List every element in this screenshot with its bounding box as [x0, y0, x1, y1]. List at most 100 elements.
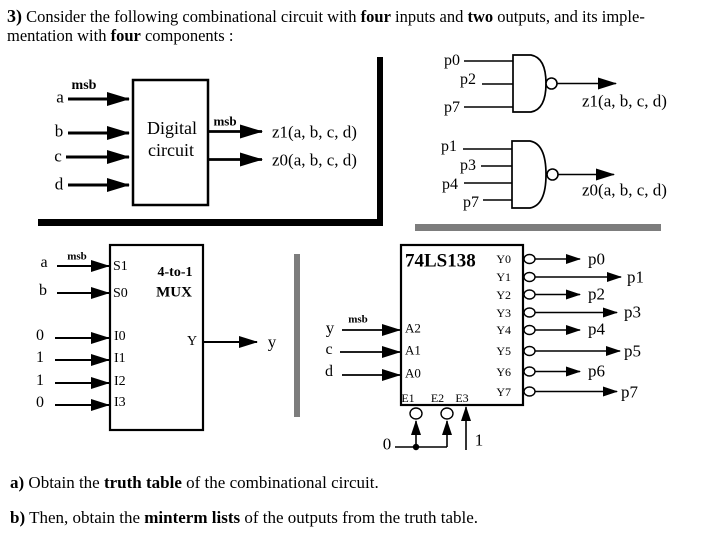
signal-d-label: d: [54, 174, 64, 194]
mux-title-1: 4-to-1: [157, 265, 193, 280]
inverter-bubble: [546, 168, 559, 181]
z0-output-label: z0(a, b, c, d): [272, 150, 357, 169]
p7-label: p7: [444, 98, 460, 116]
decoder-pin-y4: Y4: [496, 323, 511, 337]
inverter-bubble: [545, 77, 558, 90]
p7-label: p7: [463, 193, 479, 211]
separator-vertical-black: [377, 57, 383, 219]
signal-b-label: b: [54, 121, 64, 141]
mux-a-label: a: [40, 254, 48, 271]
nand-gate-z1: [464, 54, 617, 113]
p2-signal-label: p2: [588, 284, 605, 303]
mux-i2-value: 1: [36, 371, 44, 389]
mux-i3-value: 0: [36, 393, 44, 411]
mux-pin-i1: I1: [114, 350, 126, 366]
decoder-y-label: y: [325, 318, 335, 337]
decoder-c-label: c: [325, 341, 333, 358]
decoder-box: [399, 243, 525, 407]
output-bubble-y6: [523, 366, 536, 377]
problem-statement-line2: mentation with four components :: [7, 26, 234, 45]
enable-low-value: 0: [382, 434, 392, 454]
msb-label: msb: [213, 113, 237, 129]
output-bubble-y5: [523, 345, 536, 357]
p4-signal-label: p4: [588, 319, 605, 338]
decoder-chip-label: 74LS138: [405, 250, 476, 272]
mux-i1-value: 1: [36, 349, 44, 366]
question-a-number: a): [10, 473, 25, 492]
mux-title-2: MUX: [156, 284, 192, 301]
p6-signal-label: p6: [588, 361, 605, 380]
decoder-diagram: [340, 243, 622, 451]
p4-label: p4: [442, 175, 458, 193]
output-bubble-y0: [523, 253, 536, 265]
digital-circuit-label-2: circuit: [148, 140, 194, 160]
output-bubble-y7: [523, 386, 536, 397]
decoder-pin-e1: E1: [401, 391, 415, 405]
p5-signal-label: p5: [624, 341, 641, 360]
mux-pin-y: Y: [186, 334, 198, 349]
msb-label: msb: [348, 313, 368, 326]
output-bubble-y3: [523, 307, 536, 318]
decoder-pin-a0: A0: [405, 365, 421, 380]
msb-label: msb: [67, 250, 87, 263]
output-bubble-y2: [523, 289, 536, 300]
separator-horizontal-gray: [415, 224, 661, 231]
digital-circuit-diagram: [66, 78, 263, 207]
decoder-pin-e3: E3: [455, 391, 469, 405]
mux-i0-value: 0: [36, 327, 44, 344]
mux-pin-i0: I0: [114, 329, 126, 344]
output-bubble-y4: [523, 324, 536, 336]
decoder-pin-y5: Y5: [496, 344, 511, 358]
mux-diagram: [55, 243, 258, 432]
p0-signal-label: p0: [588, 249, 605, 268]
enable-bubble-e2: [440, 407, 454, 420]
question-b: b) Then, obtain the minterm lists of the…: [10, 508, 479, 527]
mux-output-y-label: y: [267, 332, 277, 352]
decoder-pin-y1: Y1: [496, 270, 511, 284]
decoder-pin-e2: E2: [430, 391, 445, 405]
decoder-pin-y0: Y0: [496, 251, 511, 266]
decoder-pin-y7: Y7: [496, 385, 511, 399]
decoder-d-label: d: [325, 363, 333, 380]
p7-signal-label: p7: [621, 382, 638, 401]
enable-bubble-e1: [409, 407, 423, 420]
p3-signal-label: p3: [624, 302, 641, 321]
signal-a-label: a: [56, 87, 64, 107]
separator-vertical-gray: [294, 254, 300, 417]
question-b-number: b): [10, 508, 26, 527]
decoder-pin-a2: A2: [405, 320, 421, 336]
msb-label: msb: [71, 78, 97, 93]
mux-box: [108, 243, 205, 432]
question-a: a) Obtain the truth table of the combina…: [10, 473, 379, 492]
decoder-pin-y6: Y6: [496, 365, 511, 379]
nand-body: [512, 54, 547, 113]
mux-b-label: b: [39, 282, 47, 299]
p0-label: p0: [444, 51, 460, 69]
mux-pin-s0: S0: [113, 286, 128, 301]
decoder-pin-y2: Y2: [496, 288, 511, 302]
separator-horizontal-black: [38, 219, 383, 226]
mux-pin-i3: I3: [114, 395, 126, 410]
mux-pin-i2: I2: [114, 373, 126, 389]
p2-label: p2: [460, 71, 476, 88]
decoder-pin-a1: A1: [405, 342, 421, 358]
p3-label: p3: [460, 156, 476, 174]
mux-pin-s1: S1: [113, 259, 128, 274]
z1-nand-output-label: z1(a, b, c, d): [582, 91, 667, 111]
nand-body: [511, 140, 547, 209]
digital-circuit-box: [131, 78, 210, 207]
nand-gate-z0: [463, 140, 615, 209]
junction-dot: [412, 443, 420, 451]
p1-signal-label: p1: [627, 267, 644, 286]
problem-statement-line1: 3) Consider the following combinational …: [7, 6, 645, 27]
output-bubble-y1: [523, 271, 536, 283]
digital-circuit-label-1: Digital: [147, 118, 197, 138]
signal-c-label: c: [54, 146, 62, 166]
decoder-pin-y3: Y3: [496, 306, 511, 320]
z1-output-label: z1(a, b, c, d): [272, 122, 357, 141]
p1-label: p1: [441, 138, 457, 155]
problem-number: 3): [7, 6, 22, 26]
enable-high-value: 1: [474, 430, 484, 450]
